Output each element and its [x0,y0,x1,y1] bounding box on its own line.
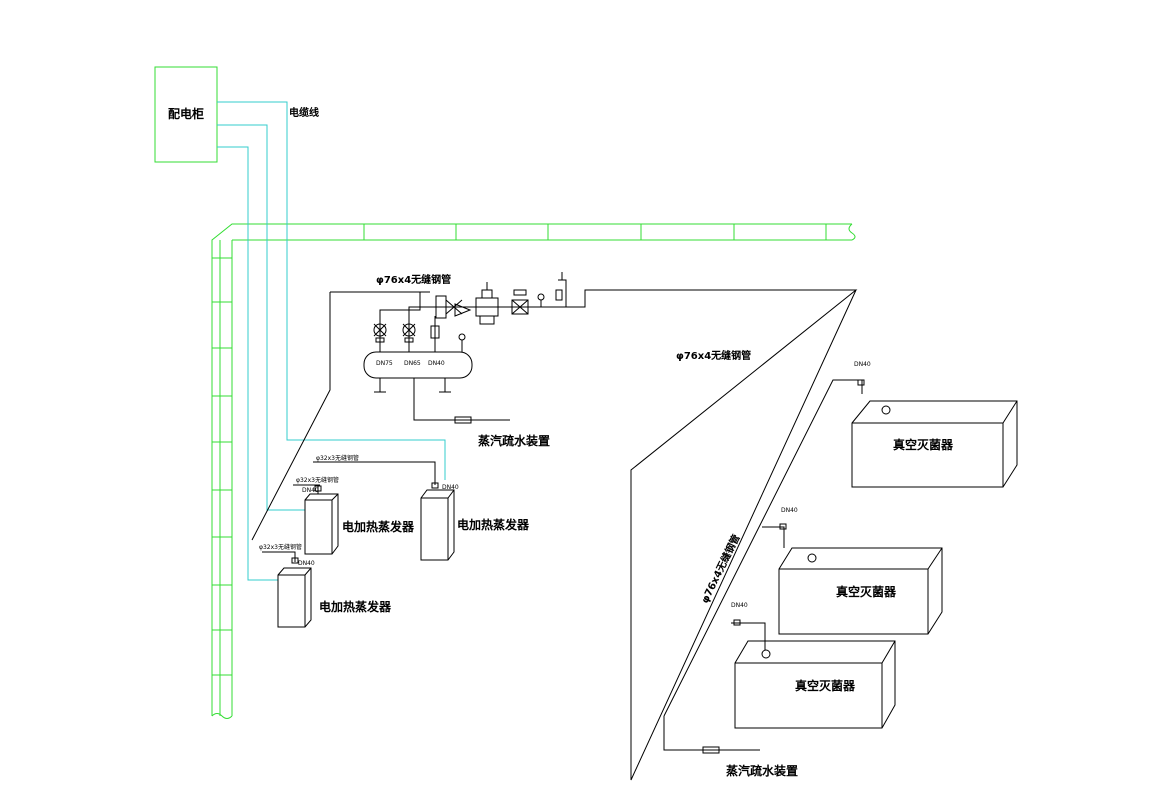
generator-label-2: 电加热蒸发器 [457,517,530,532]
branch-pipe-label-2: φ32x3无缝钢管 [296,476,339,484]
valve-icon [373,323,387,343]
dn-label-s2: DN40 [781,507,798,514]
vacuum-sterilizers [733,379,1018,729]
dn-label-s1: DN40 [854,361,871,368]
gauge-icon [430,316,440,339]
dn-label-c: DN40 [428,360,445,367]
dn-label-b: DN65 [404,360,421,367]
cable-label: 电缆线 [289,106,319,119]
electric-steam-generators [277,482,455,628]
cabinet-label: 配电柜 [168,106,204,121]
steam-pipes [251,289,863,781]
dn-label-s3: DN40 [731,602,748,609]
main-pipe-label-mid: φ76x4无缝钢管 [676,349,751,362]
dn-label-g1: DN40 [302,487,319,494]
steam-trap-bottom [702,746,720,754]
pressure-reducing-station [435,272,567,325]
manifold-valves [373,316,440,343]
dn-label-g2: DN40 [442,484,459,491]
main-pipe-label-top: φ76x4无缝钢管 [376,273,451,286]
dn-label-g3: DN40 [298,560,315,567]
drain-label-top: 蒸汽疏水装置 [478,433,550,448]
steam-trap-top [454,416,472,424]
sterilizer-label-3: 真空灭菌器 [795,678,856,693]
branch-pipe-label-1: φ32x3无缝钢管 [316,454,359,462]
power-cables [217,101,446,581]
branch-pipe-label-3: φ32x3无缝钢管 [259,543,302,551]
sterilizer-label-2: 真空灭菌器 [836,584,897,599]
drain-label-bottom: 蒸汽疏水装置 [726,763,798,778]
valve-icon [402,323,416,343]
distribution-cabinet: 配电柜 [154,66,218,163]
steam-manifold [363,333,473,393]
generator-label-3: 电加热蒸发器 [319,599,392,614]
cable-tray [211,223,856,719]
sterilizer-label-1: 真空灭菌器 [893,437,954,452]
main-pipe-label-diagonal: φ76x4无缝钢管 [698,532,743,605]
generator-label-1: 电加热蒸发器 [342,519,415,534]
dn-label-a: DN75 [376,360,393,367]
